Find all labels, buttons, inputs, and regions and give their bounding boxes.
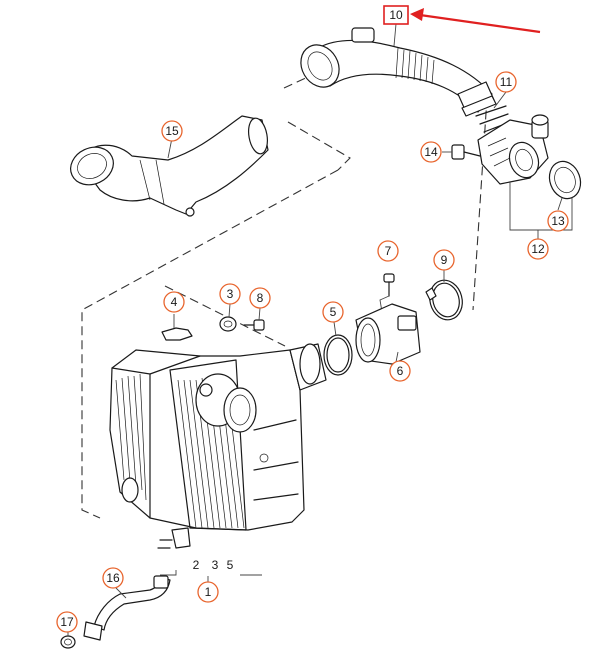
leader-10 (393, 23, 397, 47)
callout-2[interactable]: 2 (193, 558, 200, 572)
callout-circle (377, 240, 399, 262)
intake-hose[interactable] (293, 27, 495, 113)
callout-16[interactable]: 16 (102, 567, 124, 589)
o-ring-13[interactable] (544, 157, 585, 203)
callout-label: 5 (330, 305, 337, 319)
callout-10[interactable]: 10 (383, 5, 409, 25)
callout-5[interactable]: 5 (322, 301, 344, 323)
assembly-outline-filter (164, 285, 286, 347)
air-mass-meter-6[interactable] (355, 303, 421, 365)
callout-circle (322, 301, 344, 323)
callout-circle (161, 120, 183, 142)
callout-label: 15 (165, 124, 179, 138)
callout-8[interactable]: 8 (249, 287, 271, 309)
assembly-outline-lower (81, 169, 339, 519)
seal-ring-5[interactable] (323, 334, 353, 376)
callout-label: 5 (227, 558, 234, 572)
callout-label: 7 (385, 244, 392, 258)
callout-circle (527, 238, 549, 260)
callout-17[interactable]: 17 (56, 611, 78, 633)
callout-11[interactable]: 11 (495, 71, 517, 93)
callout-label: 3 (212, 558, 219, 572)
callout-circle (197, 581, 219, 603)
callout-circle (249, 287, 271, 309)
highlight-box (383, 5, 409, 25)
callout-1[interactable]: 1 (197, 581, 219, 603)
leader-11 (493, 91, 507, 109)
callout-label: 10 (389, 8, 403, 22)
callout-15[interactable]: 15 (161, 120, 183, 142)
callout-12[interactable]: 12 (527, 238, 549, 260)
breather-hose-16[interactable] (83, 575, 171, 641)
leader-7 (379, 295, 390, 313)
callout-circle (495, 71, 517, 93)
clamp-17[interactable] (60, 635, 76, 649)
grommet-3[interactable] (219, 316, 237, 332)
callout-label: 3 (227, 287, 234, 301)
callout-label: 1 (205, 585, 212, 599)
callout-circle (56, 611, 78, 633)
callout-label: 8 (257, 291, 264, 305)
callout-label: 9 (441, 253, 448, 267)
bracket-12 (509, 182, 573, 231)
callout-circle (547, 210, 569, 232)
clip-4[interactable] (161, 327, 193, 341)
callout-3[interactable]: 3 (219, 283, 241, 305)
leader-6 (395, 351, 399, 363)
callout-circle (163, 291, 185, 313)
callout-circle (389, 360, 411, 382)
callout-13[interactable]: 13 (547, 210, 569, 232)
assembly-outline-hose (287, 121, 351, 171)
callout-3[interactable]: 3 (212, 558, 219, 572)
leader-13 (557, 197, 563, 211)
callout-circle (420, 141, 442, 163)
callout-label: 2 (193, 558, 200, 572)
leader-16 (115, 587, 127, 599)
intake-connector[interactable] (477, 114, 549, 185)
screw-7[interactable] (383, 273, 395, 297)
callout-5[interactable]: 5 (227, 558, 234, 572)
callout-4[interactable]: 4 (163, 291, 185, 313)
callout-label: 11 (500, 75, 513, 89)
leader-3 (228, 303, 231, 318)
callout-7[interactable]: 7 (377, 240, 399, 262)
screw-8[interactable] (243, 319, 265, 331)
bolt-14[interactable] (451, 144, 481, 160)
callout-label: 17 (60, 615, 74, 629)
intake-duct[interactable] (64, 115, 270, 217)
air-filter-housing[interactable] (109, 343, 327, 549)
callout-label: 13 (551, 214, 565, 228)
highlight-arrow (410, 8, 541, 34)
callout-circle (102, 567, 124, 589)
callout-circle (433, 249, 455, 271)
callout-label: 4 (171, 295, 178, 309)
callout-label: 6 (397, 364, 404, 378)
hose-clamp-9[interactable] (425, 277, 466, 324)
callout-6[interactable]: 6 (389, 360, 411, 382)
callout-label: 12 (531, 242, 545, 256)
seal-rings[interactable] (461, 95, 511, 133)
callout-9[interactable]: 9 (433, 249, 455, 271)
leader-8 (258, 307, 261, 321)
callout-label: 14 (424, 145, 438, 159)
callout-14[interactable]: 14 (420, 141, 442, 163)
bracket-1 (160, 570, 177, 576)
leader-5 (333, 321, 337, 337)
callout-label: 16 (106, 571, 120, 585)
callout-circle (219, 283, 241, 305)
